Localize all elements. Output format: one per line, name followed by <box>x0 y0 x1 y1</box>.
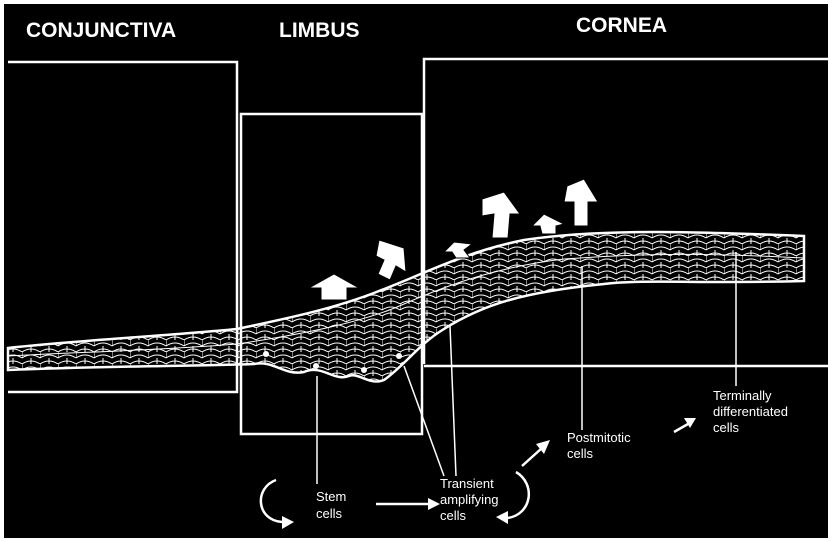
pointer-transient-1 <box>404 366 444 476</box>
limbus-box <box>241 114 422 434</box>
up-arrow-icon <box>564 179 598 226</box>
transient-cycle-arrow <box>508 472 529 518</box>
stem-cell-dot <box>313 363 319 369</box>
stem-cycle-arrowhead-icon <box>282 516 294 529</box>
label-transient-line3: cells <box>440 508 467 523</box>
heading-conjunctiva: CONJUNCTIVA <box>26 19 176 42</box>
up-arrow-icon <box>376 240 406 280</box>
stem-cycle-arrow <box>261 480 282 522</box>
label-stem-line1: Stem <box>316 489 346 504</box>
up-arrow-icon <box>309 274 359 300</box>
label-postmitotic-line2: cells <box>567 446 594 461</box>
heading-cornea: CORNEA <box>576 14 667 37</box>
label-transient-line1: Transient <box>440 476 494 491</box>
stem-cell-dot <box>361 367 367 373</box>
transient-cycle-arrowhead-icon <box>496 511 508 524</box>
right-arrowhead-icon <box>428 498 440 510</box>
pointer-transient-2 <box>450 326 456 476</box>
diagram-canvas: CONJUNCTIVA LIMBUS CORNEA <box>4 4 828 538</box>
epithelium-sheet <box>8 232 804 382</box>
stem-cell-dot <box>263 351 269 357</box>
limbal-epithelium-diagram: CONJUNCTIVA LIMBUS CORNEA <box>4 4 828 538</box>
up-arrow-icon <box>532 214 564 234</box>
postmitotic-to-terminal-arrow <box>674 424 688 432</box>
label-stem-line2: cells <box>316 506 343 521</box>
label-terminal-line1: Terminally <box>713 388 772 403</box>
label-transient-line2: amplifying <box>440 492 499 507</box>
up-arrow-icon <box>444 242 472 258</box>
label-terminal-line2: differentiated <box>713 404 788 419</box>
label-terminal-line3: cells <box>713 420 740 435</box>
label-postmitotic-line1: Postmitotic <box>567 430 631 445</box>
stem-cell-dot <box>396 353 402 359</box>
heading-limbus: LIMBUS <box>279 19 360 42</box>
transient-to-postmitotic-arrow <box>522 448 542 466</box>
up-arrow-icon <box>482 192 520 238</box>
